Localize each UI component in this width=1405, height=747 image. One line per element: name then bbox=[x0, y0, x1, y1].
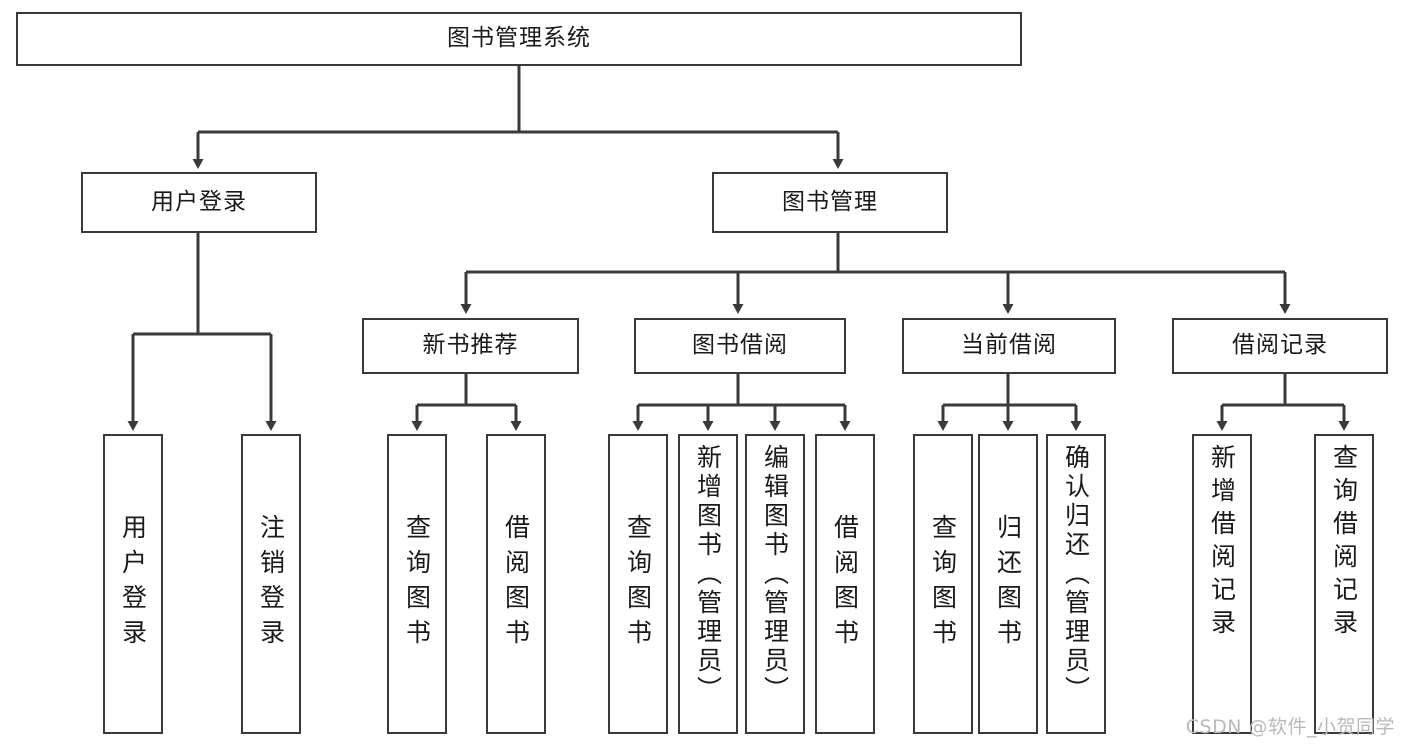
node-label: 当前借阅 bbox=[961, 332, 1057, 359]
node-label: 确认归还（管理员） bbox=[1061, 444, 1091, 705]
node-label: 新增图书（管理员） bbox=[693, 444, 723, 705]
node-book-borrow[interactable]: 图书借阅 bbox=[634, 318, 846, 374]
node-label: 查询借阅记录 bbox=[1329, 444, 1359, 642]
node-label: 归还图书 bbox=[993, 514, 1023, 654]
node-label: 编辑图书（管理员） bbox=[760, 444, 790, 705]
node-label: 新书推荐 bbox=[422, 332, 519, 359]
node-label: 图书借阅 bbox=[692, 332, 788, 359]
leaf-record-add-record[interactable]: 新增借阅记录 bbox=[1192, 434, 1252, 734]
node-label: 借阅图书 bbox=[501, 514, 531, 654]
leaf-recommend-query-book[interactable]: 查询图书 bbox=[387, 434, 447, 734]
node-label: 用户登录 bbox=[151, 188, 247, 215]
node-root-system[interactable]: 图书管理系统 bbox=[16, 12, 1022, 66]
node-user-login[interactable]: 用户登录 bbox=[81, 172, 317, 233]
node-label: 图书管理系统 bbox=[447, 25, 591, 52]
leaf-current-return-book[interactable]: 归还图书 bbox=[978, 434, 1038, 734]
node-label: 注销登录 bbox=[256, 514, 286, 654]
node-label: 查询图书 bbox=[623, 514, 653, 654]
leaf-user-login-login[interactable]: 用户登录 bbox=[103, 434, 163, 734]
node-label: 新增借阅记录 bbox=[1207, 444, 1237, 642]
node-label: 用户登录 bbox=[118, 514, 148, 654]
leaf-current-confirm-return-admin[interactable]: 确认归还（管理员） bbox=[1046, 434, 1106, 734]
node-current-borrow[interactable]: 当前借阅 bbox=[902, 318, 1116, 374]
leaf-borrow-borrow-book[interactable]: 借阅图书 bbox=[815, 434, 875, 734]
node-new-book-recommend[interactable]: 新书推荐 bbox=[362, 318, 579, 374]
node-label: 查询图书 bbox=[402, 514, 432, 654]
node-label: 查询图书 bbox=[928, 514, 958, 654]
node-book-management[interactable]: 图书管理 bbox=[712, 172, 948, 233]
leaf-borrow-add-book-admin[interactable]: 新增图书（管理员） bbox=[678, 434, 738, 734]
leaf-borrow-query-book[interactable]: 查询图书 bbox=[608, 434, 668, 734]
leaf-current-query-book[interactable]: 查询图书 bbox=[913, 434, 973, 734]
node-label: 借阅图书 bbox=[830, 514, 860, 654]
leaf-record-query-record[interactable]: 查询借阅记录 bbox=[1314, 434, 1374, 734]
node-label: 图书管理 bbox=[782, 188, 878, 215]
node-label: 借阅记录 bbox=[1232, 332, 1328, 359]
leaf-borrow-edit-book-admin[interactable]: 编辑图书（管理员） bbox=[745, 434, 805, 734]
leaf-user-login-logout[interactable]: 注销登录 bbox=[241, 434, 301, 734]
leaf-recommend-borrow-book[interactable]: 借阅图书 bbox=[486, 434, 546, 734]
node-borrow-record[interactable]: 借阅记录 bbox=[1172, 318, 1388, 374]
